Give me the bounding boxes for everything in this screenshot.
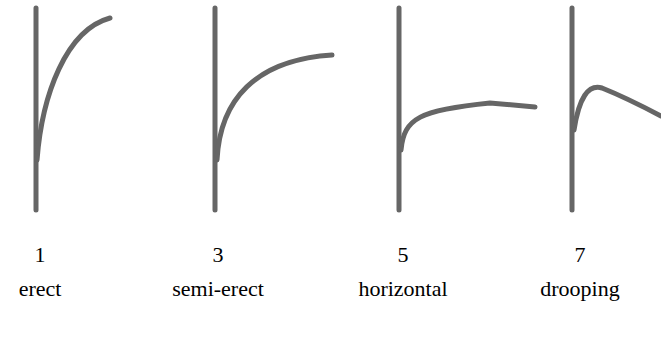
callout-number: 1 [35, 242, 46, 268]
callout-number: 7 [575, 242, 586, 268]
angle-name: erect [19, 276, 62, 302]
stem-line [34, 8, 39, 210]
horizontal-leaf [401, 103, 535, 150]
stem-line [570, 8, 575, 210]
callout-number: 3 [213, 242, 224, 268]
stem-line [213, 8, 218, 210]
callout-number: 5 [398, 242, 409, 268]
erect-leaf [37, 18, 110, 160]
angle-name: semi-erect [172, 276, 264, 302]
angle-name: drooping [540, 276, 619, 302]
semi-erect-leaf [217, 55, 332, 160]
stem-line [397, 8, 402, 210]
angle-name: horizontal [358, 276, 447, 302]
drooping-leaf [574, 87, 661, 130]
